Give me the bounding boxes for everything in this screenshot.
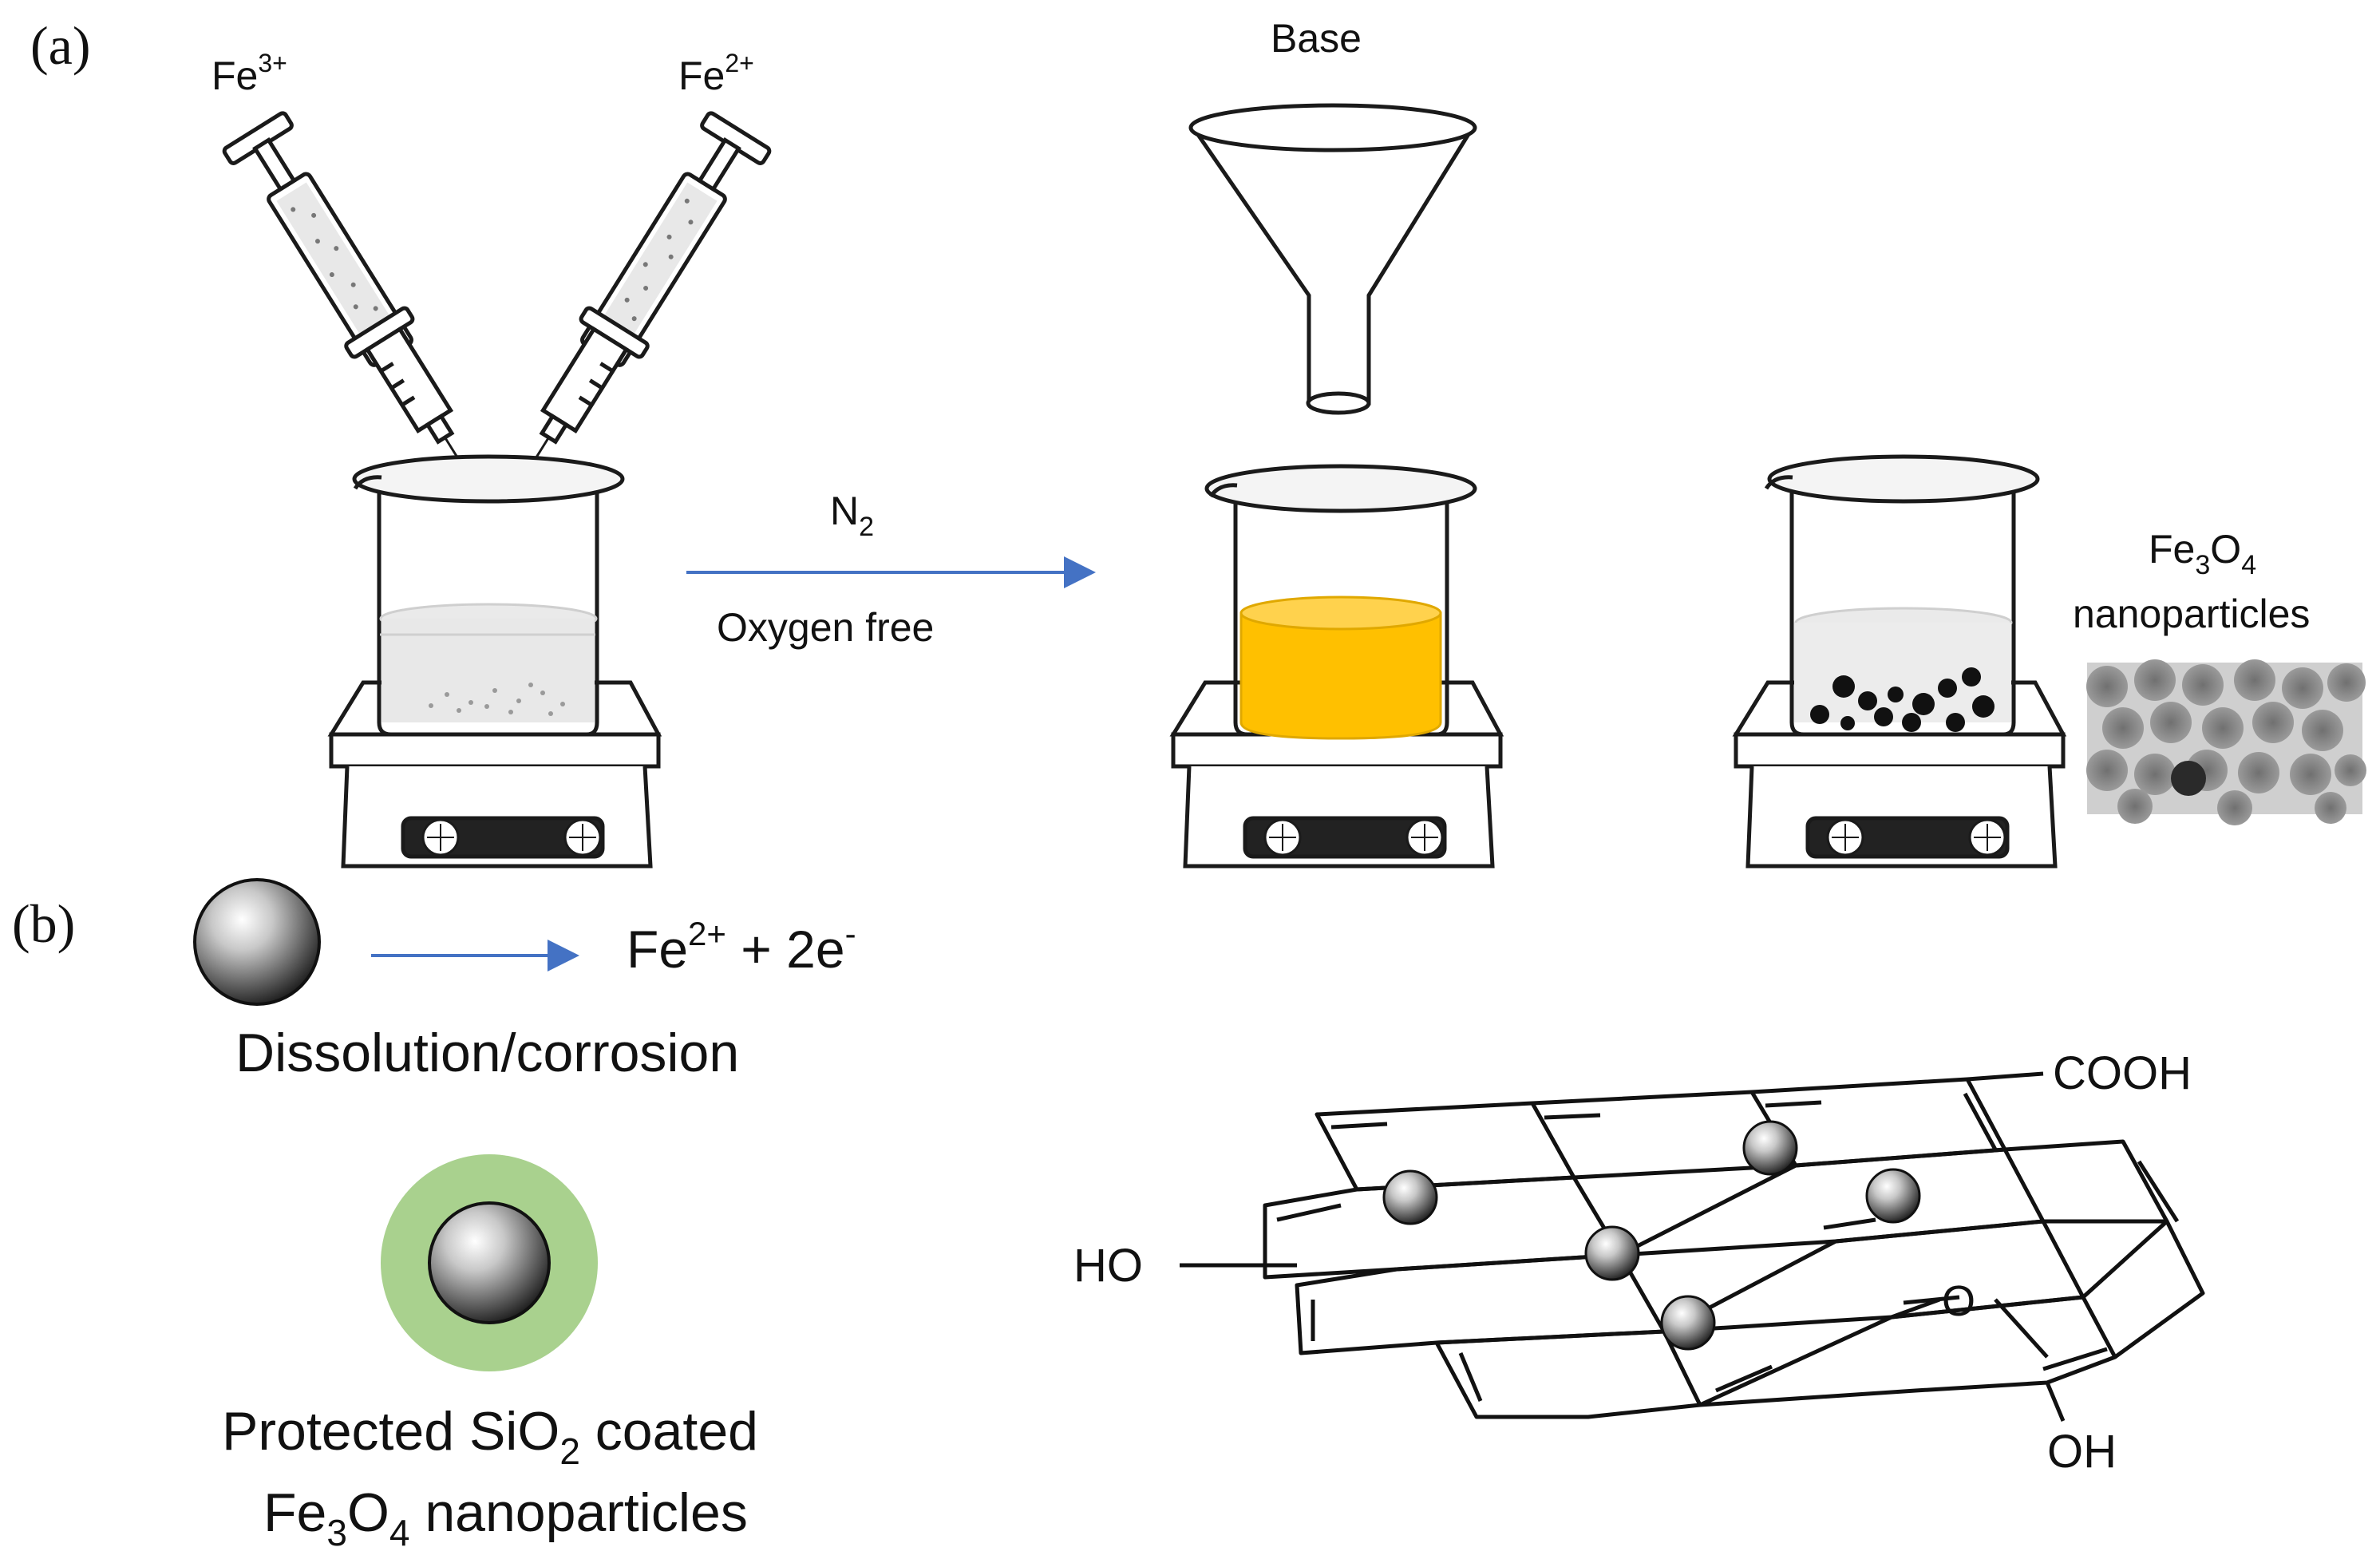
precipitate-dots-1	[429, 683, 565, 716]
graphene-oxide-sheet	[1180, 1071, 2205, 1422]
cooh-group: COOH	[2053, 1047, 2192, 1099]
coated-label-line2: Fe3O4 nanoparticles	[263, 1482, 748, 1553]
nanoparticle-dots	[1810, 667, 1995, 732]
syringe-left	[222, 111, 479, 491]
oh-group: OH	[2047, 1426, 2117, 1478]
panel-b-label: (b)	[12, 893, 75, 954]
n2-label: N2	[830, 489, 874, 542]
dissolution-reaction: Fe2+ + 2e-	[627, 915, 856, 979]
epoxide-o: O	[1942, 1277, 1975, 1325]
funnel	[1188, 103, 1477, 415]
dissolution-label: Dissolution/corrosion	[235, 1023, 739, 1083]
syringe-right	[515, 111, 772, 491]
beaker-1	[352, 454, 625, 737]
oxygen-free-label: Oxygen free	[717, 605, 934, 650]
yellow-solution	[1239, 596, 1442, 740]
beaker-3	[1764, 454, 2040, 737]
coated-core	[428, 1201, 551, 1324]
sheet-nanoparticles	[1382, 1120, 1921, 1351]
tem-micrograph	[2086, 659, 2366, 825]
fe3o4-label: Fe3O4	[2149, 527, 2256, 580]
nanoparticles-label: nanoparticles	[2073, 592, 2310, 636]
fe3-label: Fe3+	[212, 49, 287, 98]
coated-label-line1: Protected SiO2 coated	[222, 1401, 758, 1472]
bare-nanoparticle	[193, 878, 321, 1006]
base-label: Base	[1271, 16, 1362, 61]
beaker-2	[1204, 464, 1477, 737]
ho-group: HO	[1073, 1240, 1143, 1292]
panel-a-label: (a)	[30, 15, 90, 76]
fe2-label: Fe2+	[678, 49, 754, 98]
